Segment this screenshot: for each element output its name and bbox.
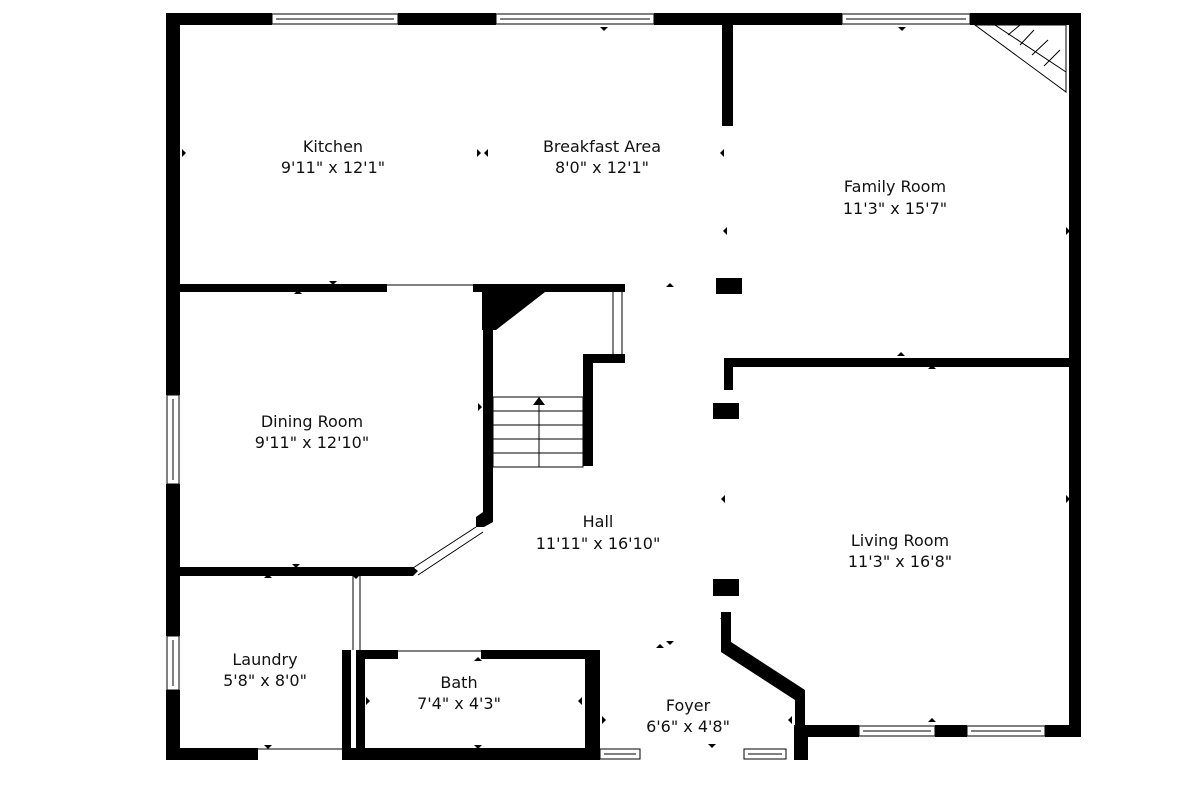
breakfast-area-dimensions: 8'0" x 12'1" [555,158,649,177]
window-dining [166,394,180,485]
kitchen-name: Kitchen [303,137,363,156]
windows [166,13,1046,760]
hall-dimensions: 11'11" x 16'10" [536,534,661,553]
room-dining-room: Dining Room 9'11" x 12'10" [255,412,369,452]
room-kitchen: Kitchen 9'11" x 12'1" [281,137,385,177]
stair-direction-arrow [533,397,545,405]
room-family-room: Family Room 11'3" x 15'7" [843,177,947,218]
kitchen-dimensions: 9'11" x 12'1" [281,158,385,177]
window-living-left [858,725,936,737]
window-kitchen [271,13,399,25]
window-laundry [166,635,180,691]
interior-walls [180,13,1069,760]
family-room-name: Family Room [844,177,946,196]
dining-room-name: Dining Room [261,412,363,431]
room-living-room: Living Room 11'3" x 16'8" [848,531,952,571]
room-breakfast-area: Breakfast Area 8'0" x 12'1" [543,137,661,177]
foyer-name: Foyer [666,696,711,715]
room-bath: Bath 7'4" x 4'3" [417,673,501,713]
dimension-markers [182,27,1070,749]
window-breakfast [495,13,655,25]
room-laundry: Laundry 5'8" x 8'0" [223,650,307,690]
hall-name: Hall [583,512,614,531]
staircase [492,396,584,468]
window-foyer-left [599,748,641,760]
living-room-dimensions: 11'3" x 16'8" [848,552,952,571]
bath-name: Bath [440,673,477,692]
family-room-dimensions: 11'3" x 15'7" [843,199,947,218]
room-hall: Hall 11'11" x 16'10" [536,512,661,553]
foyer-dimensions: 6'6" x 4'8" [646,717,730,736]
laundry-name: Laundry [232,650,297,669]
laundry-dimensions: 5'8" x 8'0" [223,671,307,690]
room-foyer: Foyer 6'6" x 4'8" [646,696,730,736]
living-room-name: Living Room [851,531,949,550]
door-lines [258,284,623,750]
bath-dimensions: 7'4" x 4'3" [417,694,501,713]
window-living-right [966,725,1046,737]
fireplace [973,24,1067,93]
window-family [841,13,971,25]
window-foyer-right [743,748,787,760]
dining-room-dimensions: 9'11" x 12'10" [255,433,369,452]
breakfast-area-name: Breakfast Area [543,137,661,156]
exterior-walls [166,13,1081,760]
